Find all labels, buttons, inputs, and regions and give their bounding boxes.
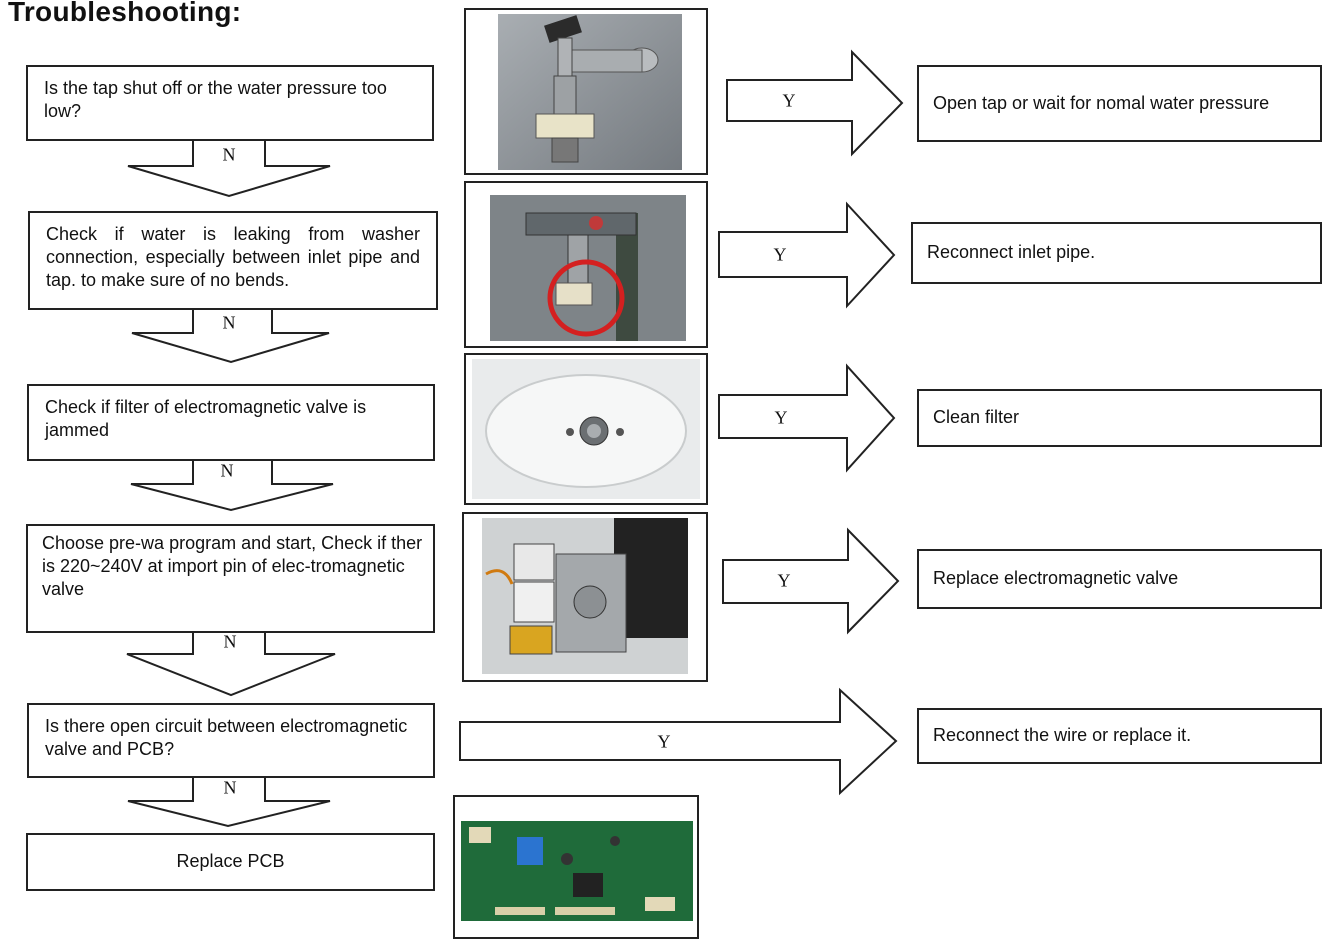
result-open-tap: Open tap or wait for nomal water pressur… (917, 65, 1322, 142)
down-arrow-1 (127, 139, 331, 198)
question-valve-voltage: Choose pre-wa program and start, Check i… (26, 524, 435, 633)
right-arrow-2 (718, 201, 896, 309)
right-arrow-4 (722, 527, 900, 635)
no-label: N (223, 777, 237, 798)
result-reconnect-wire: Reconnect the wire or replace it. (917, 708, 1322, 764)
down-arrow-5 (127, 776, 331, 828)
result-replace-valve: Replace electromagnetic valve (917, 549, 1322, 609)
question-open-circuit: Is there open circuit between electromag… (27, 703, 435, 778)
final-replace-pcb: Replace PCB (26, 833, 435, 891)
right-arrow-3 (718, 363, 896, 473)
down-arrow-2 (131, 308, 330, 364)
down-arrow-3 (130, 458, 334, 512)
yes-label: Y (782, 90, 796, 111)
question-tap-pressure: Is the tap shut off or the water pressur… (26, 65, 434, 141)
down-arrow-4 (126, 630, 336, 697)
no-label: N (223, 631, 237, 652)
yes-label: Y (774, 407, 788, 428)
valve-filter-photo (464, 353, 708, 505)
page-title: Troubleshooting: (8, 0, 242, 27)
right-arrow-5 (459, 687, 898, 796)
right-arrow-1 (726, 49, 904, 157)
question-filter-jammed: Check if filter of electromagnetic valve… (27, 384, 435, 461)
yes-label: Y (657, 731, 671, 752)
no-label: N (220, 460, 234, 481)
no-label: N (222, 312, 236, 333)
yes-label: Y (777, 570, 791, 591)
result-clean-filter: Clean filter (917, 389, 1322, 447)
inlet-connection-photo (464, 181, 708, 348)
no-label: N (222, 144, 236, 165)
yes-label: Y (773, 244, 787, 265)
electromagnetic-valve-photo (462, 512, 708, 682)
question-leak-check: Check if water is leaking from washer co… (28, 211, 438, 310)
result-reconnect-inlet: Reconnect inlet pipe. (911, 222, 1322, 284)
pcb-photo (453, 795, 699, 939)
tap-photo (464, 8, 708, 175)
